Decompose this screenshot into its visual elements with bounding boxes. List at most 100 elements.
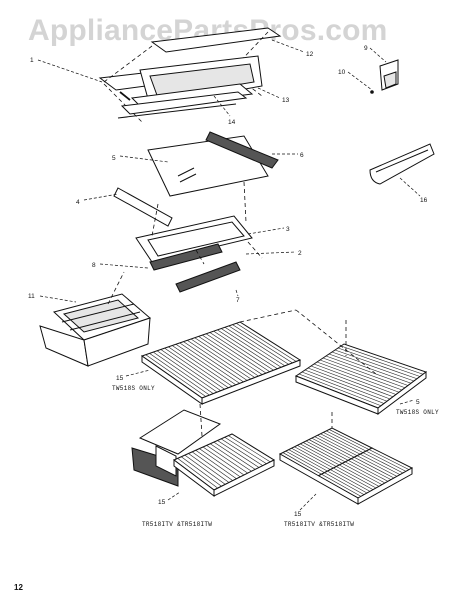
wire-rib <box>232 324 293 364</box>
wire-rib <box>325 355 409 386</box>
wire-rib <box>316 361 400 393</box>
wire-rib <box>213 441 256 470</box>
wire-rib <box>224 436 267 465</box>
wire-shelf-upper-left <box>140 321 302 405</box>
wire-rib <box>304 369 388 402</box>
wire-rib <box>224 326 286 367</box>
wire-rib <box>337 347 421 377</box>
shelf-clip-parts <box>370 59 399 94</box>
callout-2: 2 <box>298 250 302 257</box>
wire-rib <box>334 349 418 380</box>
wire-rib <box>187 340 248 381</box>
wire-rib <box>188 453 230 483</box>
wire-rib <box>282 452 362 497</box>
callout-15-a: 15 <box>116 375 124 382</box>
wire-rib <box>297 445 377 489</box>
callout-15-c: 15 <box>294 511 302 518</box>
callout-16: 16 <box>420 197 428 204</box>
wire-rib <box>171 345 233 387</box>
wire-rib <box>313 363 397 395</box>
wire-rib <box>307 367 391 400</box>
wire-rib <box>179 342 240 384</box>
wire-rib <box>181 456 222 487</box>
wire-rib <box>149 353 210 396</box>
wire-rib <box>213 330 274 371</box>
wire-rib <box>183 341 244 383</box>
callout-3: 3 <box>286 226 290 233</box>
caption-right-shelf: TW518S ONLY <box>396 409 439 416</box>
wire-rib <box>300 443 380 487</box>
top-shelf-assembly <box>98 27 282 123</box>
wire-rib <box>322 357 406 389</box>
wire-rib <box>195 450 237 479</box>
wire-rib <box>194 337 255 378</box>
glass-panel <box>147 135 269 197</box>
caption-bottom-right: TR518ITV &TR518ITW <box>284 521 354 528</box>
callout-5-b: 5 <box>416 399 420 406</box>
model-captions: TW518S ONLY TW518S ONLY TR518ITV &TR518I… <box>112 385 439 528</box>
callout-7: 7 <box>236 297 240 304</box>
wire-rib <box>298 373 382 407</box>
wire-rib <box>314 436 395 479</box>
wire-rib <box>206 445 248 474</box>
wire-rib <box>291 447 371 492</box>
wire-rib <box>205 333 267 374</box>
wire-rib <box>317 434 398 477</box>
part-16-trim <box>369 143 435 185</box>
wire-rib <box>331 351 415 382</box>
wire-rib <box>285 450 365 495</box>
caption-left-shelf: TW518S ONLY <box>112 385 155 392</box>
wire-rib <box>323 432 404 474</box>
wire-rib <box>190 338 252 380</box>
wire-rib <box>220 328 282 368</box>
wire-rib <box>228 435 271 463</box>
wire-rib <box>202 334 263 375</box>
wire-rib <box>228 325 289 365</box>
caption-bottom-left: TR518ITV &TR518ITW <box>142 521 212 528</box>
wire-rib <box>217 440 260 468</box>
wire-rib <box>175 343 237 386</box>
wire-rib <box>320 433 401 475</box>
wire-rib <box>198 336 259 377</box>
callout-14: 14 <box>228 119 236 126</box>
wire-rib <box>301 371 385 404</box>
wire-rib <box>319 359 403 391</box>
wire-shelf-upper-right <box>294 343 428 415</box>
wire-rib <box>160 349 222 391</box>
wire-rib <box>184 454 226 485</box>
callout-8: 8 <box>92 262 96 269</box>
wire-rib <box>156 350 218 393</box>
callout-10: 10 <box>338 69 346 76</box>
callout-4: 4 <box>76 199 80 206</box>
callout-11: 11 <box>28 293 35 300</box>
wire-rib <box>199 448 241 478</box>
wire-rib <box>210 443 252 472</box>
cover-trim-strip <box>205 131 279 169</box>
lower-left-shelf-and-pan <box>131 409 276 497</box>
callout-6: 6 <box>300 152 304 159</box>
wire-rib <box>220 438 263 466</box>
callout-9: 9 <box>364 45 368 52</box>
callout-labels: 1 12 13 14 9 10 5 6 4 3 2 8 7 11 16 15 5… <box>28 45 428 518</box>
wire-rib <box>153 351 214 394</box>
wire-rib <box>311 437 392 480</box>
wire-rib <box>177 458 218 489</box>
wire-rib <box>310 365 394 398</box>
wire-rib <box>145 354 206 397</box>
callout-1: 1 <box>30 57 34 64</box>
wire-rib <box>328 353 412 384</box>
wire-rib <box>305 440 386 484</box>
wire-rib <box>191 451 233 481</box>
wire-rib <box>328 429 410 470</box>
callout-15-b: 15 <box>158 499 166 506</box>
wire-rib <box>340 345 424 375</box>
callout-5: 5 <box>112 155 116 162</box>
wire-rib <box>209 332 271 372</box>
leader-lines <box>37 39 421 511</box>
wire-rib <box>326 430 407 472</box>
wire-rib <box>202 446 245 476</box>
wire-rib <box>168 346 229 389</box>
crisper-cover-assembly <box>113 131 279 293</box>
wire-rib <box>217 329 278 370</box>
